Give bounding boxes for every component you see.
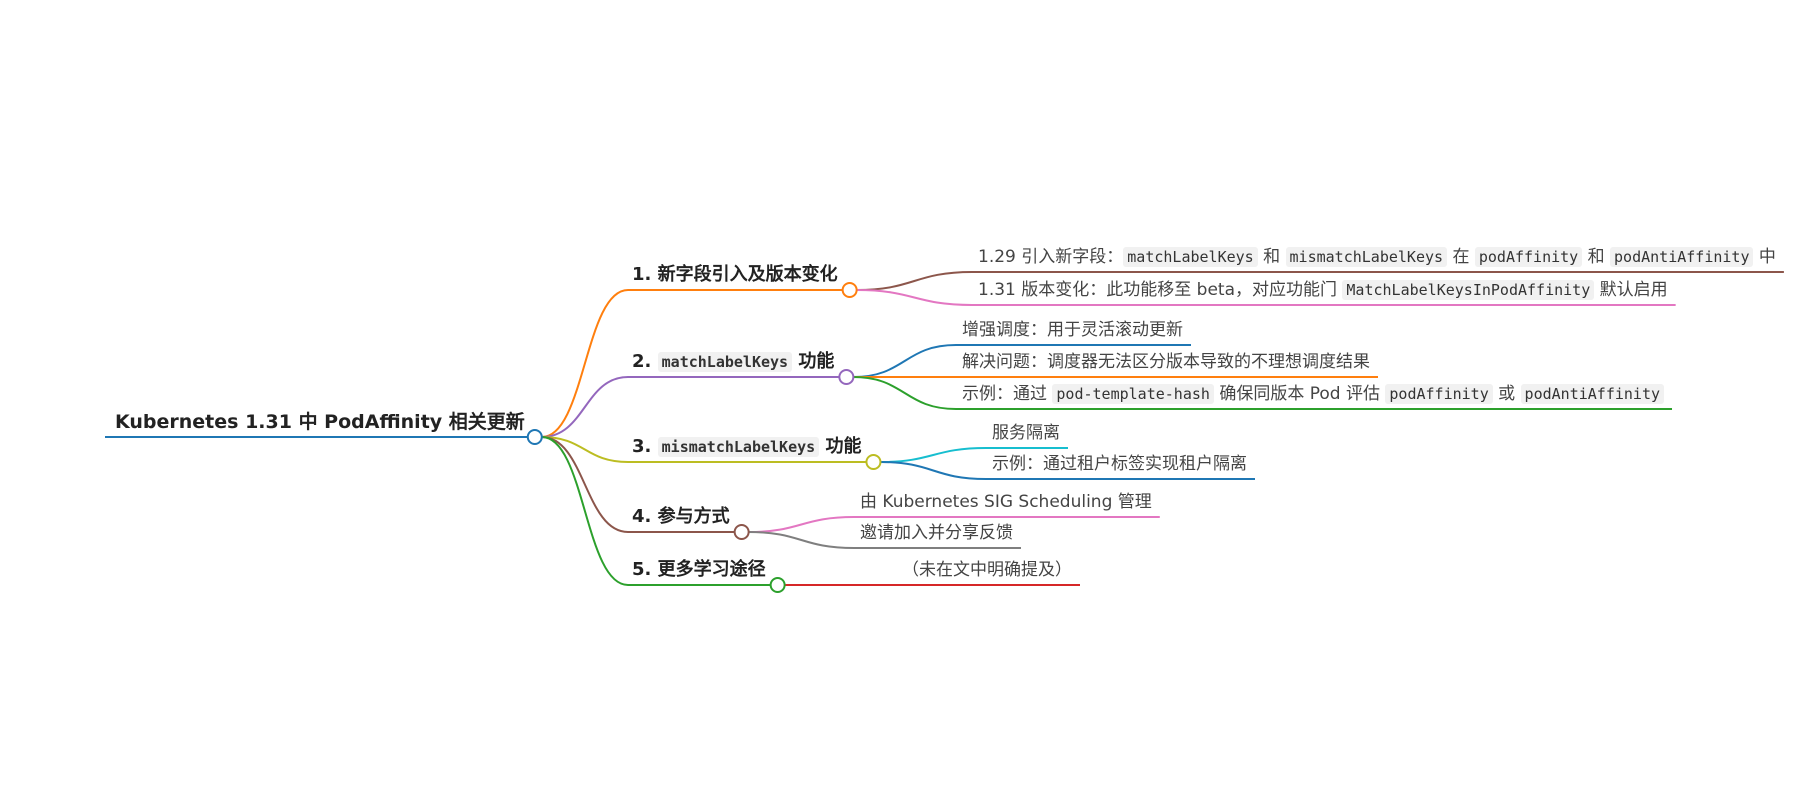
root-to-branch-link: [541, 436, 629, 533]
leaf-topic[interactable]: 示例：通过租户标签实现租户隔离: [992, 451, 1247, 477]
topic-text: 示例：通过: [962, 384, 1053, 404]
leaf-topic[interactable]: 邀请加入并分享反馈: [860, 520, 1013, 546]
topic-text: （未在文中明确提及）: [902, 560, 1072, 580]
code-term: MatchLabelKeysInPodAffinity: [1342, 280, 1595, 300]
root-to-branch-link: [541, 436, 629, 586]
branch-to-leaf-link: [748, 531, 855, 549]
topic-text: 和: [1582, 247, 1611, 267]
topic-text: 1.31 版本变化：此功能移至 beta，对应功能门: [978, 280, 1343, 300]
code-term: matchLabelKeys: [657, 352, 793, 372]
topic-text: 2.: [632, 351, 658, 372]
leaf-topic[interactable]: 1.31 版本变化：此功能移至 beta，对应功能门 MatchLabelKey…: [978, 277, 1668, 303]
topic-text: 4. 参与方式: [632, 506, 730, 527]
topic-text: 邀请加入并分享反馈: [860, 523, 1013, 543]
leaf-topic[interactable]: （未在文中明确提及）: [902, 557, 1072, 583]
topic-text: 服务隔离: [992, 423, 1060, 443]
root-to-branch-link: [541, 376, 629, 438]
branch-collapse-toggle[interactable]: [841, 282, 858, 298]
topic-text: 默认启用: [1594, 280, 1668, 300]
branch-topic-1[interactable]: 1. 新字段引入及版本变化: [632, 262, 838, 288]
root-topic[interactable]: Kubernetes 1.31 中 PodAffinity 相关更新: [115, 409, 525, 435]
topic-text: 解决问题：调度器无法区分版本导致的不理想调度结果: [962, 352, 1370, 372]
topic-text: 增强调度：用于灵活滚动更新: [962, 320, 1183, 340]
topic-text: 确保同版本 Pod 评估: [1213, 384, 1386, 404]
root-to-branch-link: [541, 436, 629, 463]
topic-text: 中: [1753, 247, 1776, 267]
branch-collapse-toggle[interactable]: [733, 524, 750, 540]
topic-text: 和: [1257, 247, 1286, 267]
topic-text: 功能: [792, 351, 835, 372]
branch-to-leaf-link: [853, 376, 957, 410]
branch-to-leaf-link: [748, 516, 855, 533]
code-term: podAffinity: [1385, 384, 1493, 404]
topic-text: 示例：通过租户标签实现租户隔离: [992, 454, 1247, 474]
branch-topic-4[interactable]: 4. 参与方式: [632, 504, 730, 530]
code-term: podAffinity: [1474, 247, 1583, 267]
branch-to-leaf-link: [853, 344, 957, 378]
topic-text: 功能: [819, 436, 862, 457]
code-term: podAntiAffinity: [1520, 384, 1665, 404]
code-term: mismatchLabelKeys: [657, 437, 820, 457]
leaf-topic[interactable]: 增强调度：用于灵活滚动更新: [962, 317, 1183, 343]
topic-text: 或: [1492, 384, 1521, 404]
branch-to-leaf-link: [856, 289, 973, 306]
topic-text: 在: [1447, 247, 1475, 267]
topic-text: 1.29 引入新字段：: [978, 247, 1124, 267]
code-term: mismatchLabelKeys: [1285, 247, 1448, 267]
root-to-branch-link: [541, 289, 629, 438]
branch-topic-5[interactable]: 5. 更多学习途径: [632, 557, 766, 583]
root-topic-label: Kubernetes 1.31 中 PodAffinity 相关更新: [115, 411, 525, 433]
root-collapse-toggle[interactable]: [526, 429, 543, 445]
topic-text: 3.: [632, 436, 658, 457]
leaf-topic[interactable]: 解决问题：调度器无法区分版本导致的不理想调度结果: [962, 349, 1370, 375]
branch-to-leaf-link: [880, 461, 987, 480]
topic-text: 5. 更多学习途径: [632, 559, 766, 580]
leaf-topic[interactable]: 1.29 引入新字段：matchLabelKeys 和 mismatchLabe…: [978, 244, 1776, 270]
branch-collapse-toggle[interactable]: [838, 369, 855, 385]
branch-topic-2[interactable]: 2. matchLabelKeys 功能: [632, 349, 834, 375]
leaf-topic[interactable]: 服务隔离: [992, 420, 1060, 446]
branch-to-leaf-link: [856, 271, 973, 291]
branch-topic-3[interactable]: 3. mismatchLabelKeys 功能: [632, 434, 861, 460]
code-term: podAntiAffinity: [1610, 247, 1754, 267]
topic-text: 1. 新字段引入及版本变化: [632, 264, 838, 285]
branch-collapse-toggle[interactable]: [865, 454, 882, 470]
branch-collapse-toggle[interactable]: [769, 577, 786, 593]
topic-text: 由 Kubernetes SIG Scheduling 管理: [860, 492, 1152, 512]
code-term: matchLabelKeys: [1123, 247, 1258, 267]
leaf-topic[interactable]: 示例：通过 pod-template-hash 确保同版本 Pod 评估 pod…: [962, 381, 1665, 407]
branch-to-leaf-link: [880, 447, 987, 463]
code-term: pod-template-hash: [1052, 384, 1214, 404]
leaf-topic[interactable]: 由 Kubernetes SIG Scheduling 管理: [860, 489, 1152, 515]
